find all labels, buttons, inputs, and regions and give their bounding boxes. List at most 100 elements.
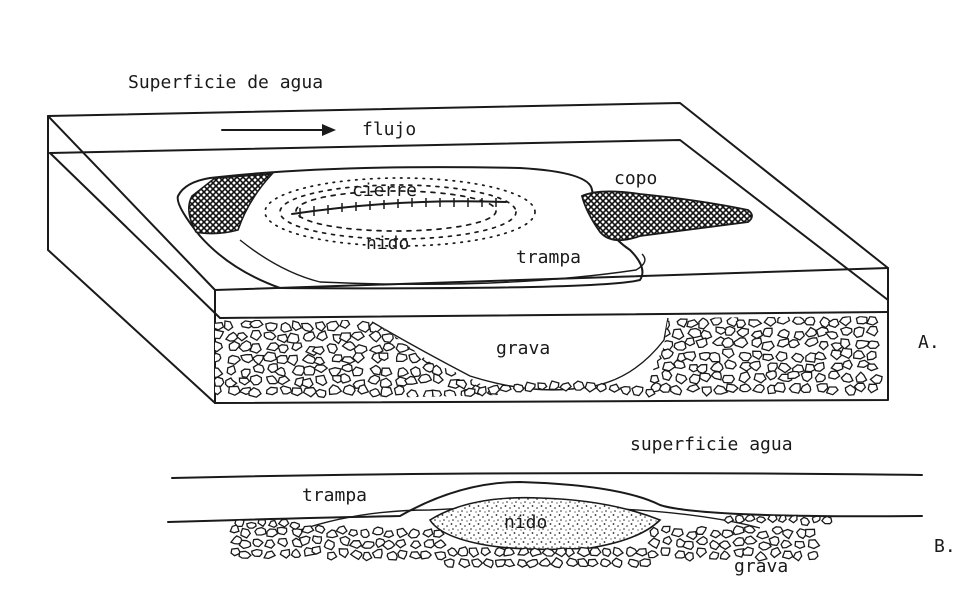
gravel-stone	[854, 351, 865, 359]
gravel-stone	[292, 388, 302, 396]
gravel-stone	[252, 550, 262, 557]
gravel-stone	[488, 385, 499, 394]
gravel-stone	[744, 536, 756, 544]
gravel-stone	[280, 550, 289, 559]
gravel-stone	[398, 368, 408, 377]
gravel-stone	[444, 559, 454, 567]
gravel-stone	[383, 540, 395, 549]
gravel-stone	[495, 548, 505, 557]
gravel-stone	[514, 384, 524, 392]
gravel-stone	[432, 354, 443, 361]
gravel-stone	[677, 319, 687, 327]
gravel-stone	[662, 526, 670, 532]
gravel-stone	[736, 515, 745, 523]
gravel-stone	[239, 540, 250, 548]
gravel-stone	[868, 384, 877, 393]
gravel-stone	[612, 558, 622, 567]
gravel-stone	[749, 320, 762, 327]
gravel-stone	[711, 372, 721, 380]
gravel-stone	[381, 368, 391, 376]
gravel-stone	[380, 378, 391, 387]
gravel-stone	[264, 332, 275, 340]
gravel-stone	[797, 529, 806, 539]
gravel-stone	[734, 338, 748, 348]
gravel-stone	[650, 527, 658, 537]
gravel-stone	[540, 558, 551, 566]
gravel-stone	[350, 541, 362, 549]
gravel-stone	[435, 335, 447, 344]
gravel-stone	[829, 371, 840, 379]
gravel-stone	[250, 344, 261, 353]
closure-seam	[292, 198, 506, 218]
gravel-stone	[672, 529, 683, 537]
gravel-stone	[228, 356, 240, 365]
gravel-stone	[578, 548, 590, 557]
gravel-stone	[328, 552, 337, 560]
trap-label-a: trampa	[516, 247, 581, 268]
gravel-stone	[789, 384, 800, 394]
gravel-stone	[526, 560, 538, 568]
gravel-stone	[418, 333, 430, 341]
gravel-stone	[525, 382, 535, 391]
gravel-stone	[778, 339, 790, 347]
gravel-stone	[722, 530, 733, 538]
gravel-stone	[662, 349, 674, 359]
trap-left-hatch	[189, 174, 272, 234]
gravel-stone	[329, 368, 341, 376]
gravel-stone	[472, 559, 482, 567]
gravel-stone	[648, 361, 659, 370]
gravel-stone	[788, 371, 799, 378]
gravel-stone	[278, 539, 288, 547]
gravel-stone	[685, 338, 695, 346]
gravel-stone	[483, 559, 493, 568]
gravel-stone	[421, 551, 431, 559]
gravel-stone	[258, 520, 265, 527]
gravel-stone	[566, 549, 574, 557]
gravel-stone	[504, 548, 514, 556]
gravel-stone	[674, 360, 685, 368]
gravel-stone	[768, 515, 777, 522]
gravel-stone	[710, 540, 720, 549]
gravel-stone	[549, 381, 559, 389]
gravel-stone	[327, 344, 337, 354]
gravel-stone	[340, 537, 350, 546]
gravel-stone	[688, 329, 701, 338]
gravel-stone	[458, 547, 468, 556]
gravel-stone	[672, 329, 683, 339]
closure-label: cierre	[352, 180, 417, 201]
gravel-stone	[304, 388, 317, 397]
gravel-stone	[302, 378, 313, 387]
gravel-stone	[267, 387, 278, 394]
gravel-stone	[316, 389, 326, 397]
gravel-stone	[822, 516, 832, 523]
gravel-stone	[567, 558, 578, 566]
gravel-stone	[640, 559, 651, 567]
gravel-stone	[778, 363, 791, 373]
gravel-stone	[856, 372, 867, 382]
gravel-stone	[370, 365, 381, 374]
gravel-stone	[411, 541, 421, 548]
gravel-stone	[685, 553, 693, 562]
gravel-stone	[373, 549, 383, 558]
gravel-stone	[481, 548, 490, 556]
gravel-stone	[632, 386, 643, 395]
gravel-stone	[841, 373, 853, 382]
gravel-stone	[368, 375, 379, 384]
gravel-stone	[251, 331, 262, 341]
gravel-stone	[826, 332, 838, 339]
gravel-stone	[225, 321, 233, 331]
gravel-stone	[250, 320, 263, 327]
gravel-stone	[269, 521, 277, 528]
gravel-stone	[801, 372, 811, 382]
gravel-stone	[696, 338, 707, 347]
gravel-stone	[333, 355, 343, 362]
gravel-stone	[658, 319, 669, 329]
gravel-stone	[840, 348, 851, 358]
gravel-stone	[646, 389, 655, 397]
gravel-stone	[253, 364, 264, 373]
gravel-stone	[699, 318, 709, 329]
gravel-stone	[776, 352, 787, 361]
gravel-stone	[212, 353, 221, 362]
gravel-stone	[312, 546, 321, 554]
gravel-stone	[316, 525, 325, 533]
